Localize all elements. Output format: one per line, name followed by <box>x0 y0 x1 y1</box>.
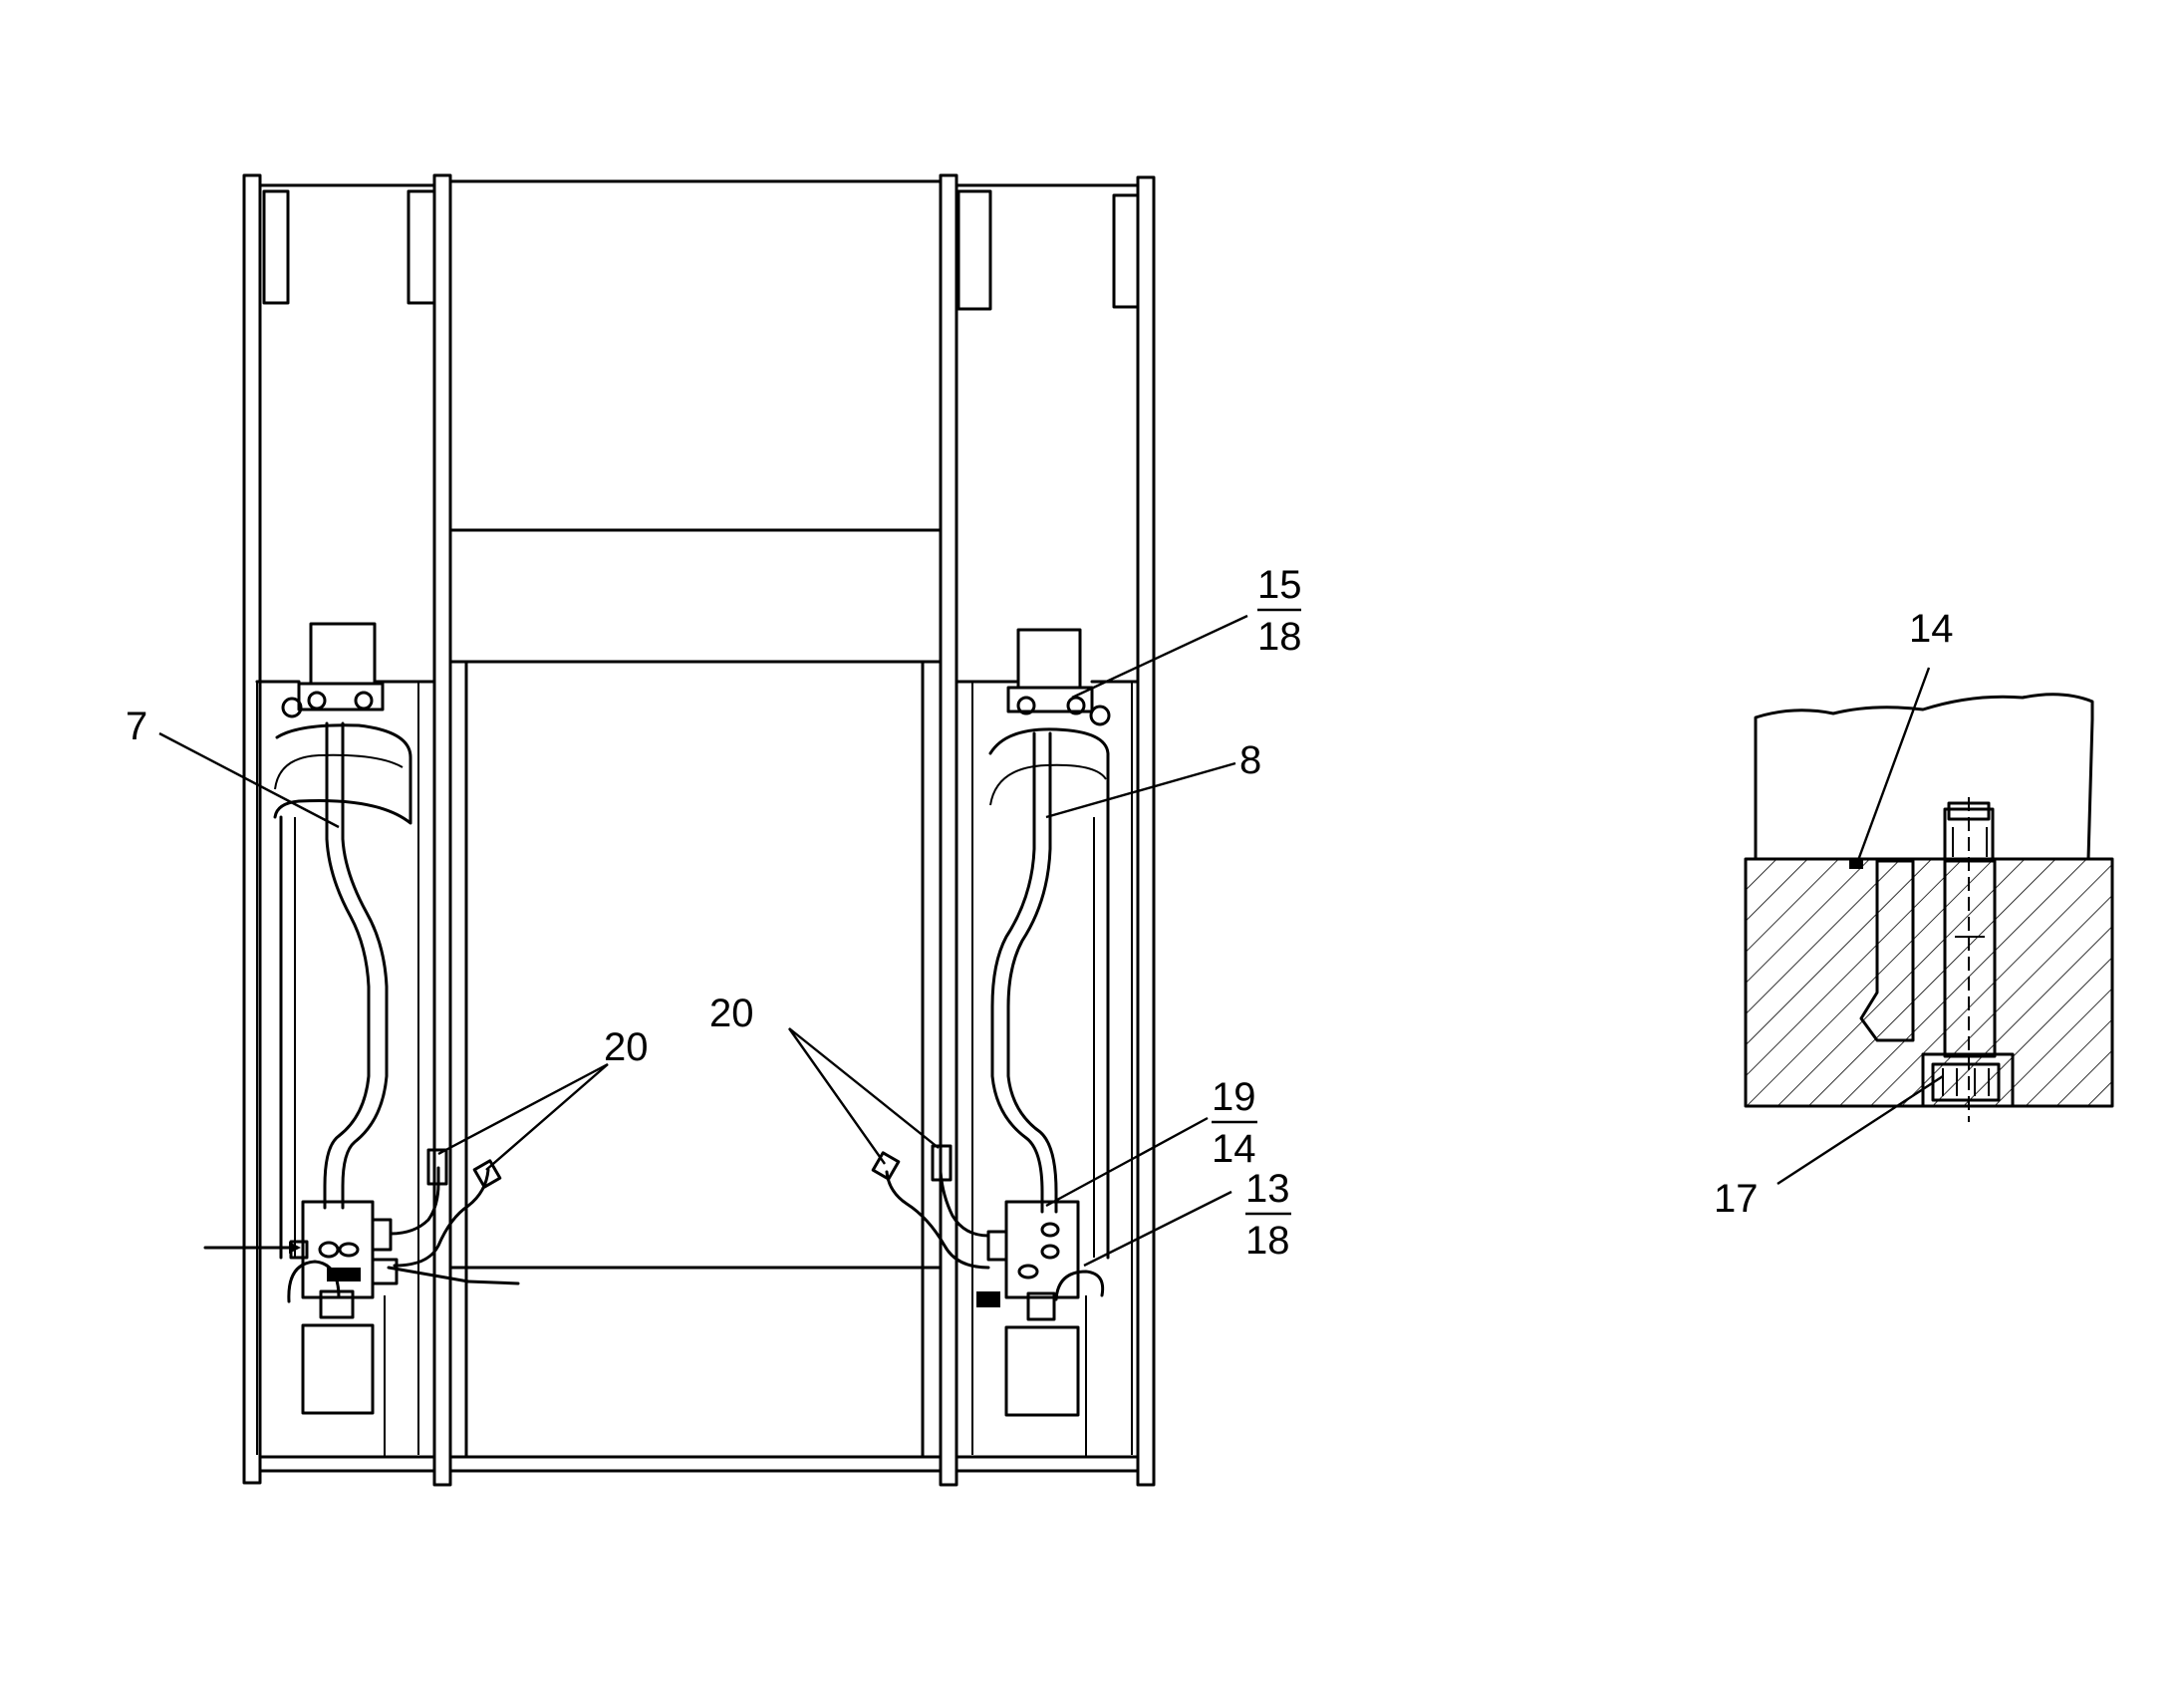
callout-7: 7 <box>126 705 147 748</box>
callout-labels: 7 8 15 18 20 20 19 14 13 18 14 17 <box>126 563 1954 1263</box>
detail-section-view <box>1744 693 2114 1122</box>
leader-7 <box>158 731 340 829</box>
callout-20-right: 20 <box>709 992 754 1035</box>
frame-post-left-inner <box>432 173 452 1487</box>
left-lower-mount <box>301 1323 375 1415</box>
callout-14-mid: 14 <box>1212 1127 1256 1171</box>
callout-18-low: 18 <box>1245 1219 1290 1263</box>
detail-broken-edge <box>1754 693 2094 861</box>
slot-top-right-2 <box>1112 193 1140 309</box>
left-hose-7 <box>323 721 371 1210</box>
frame-post-left-outer <box>242 173 262 1485</box>
leader-20-right-b <box>788 1027 940 1149</box>
right-lower-mount <box>1004 1325 1080 1417</box>
right-hose-8 <box>990 731 1044 1214</box>
frame-post-right-outer <box>1136 175 1156 1487</box>
leader-15-18 <box>1071 614 1248 700</box>
left-cylinder-assembly <box>203 622 520 1415</box>
callout-15: 15 <box>1257 563 1302 607</box>
callout-20-left: 20 <box>604 1025 649 1069</box>
left-fitting-20a <box>426 1148 448 1186</box>
callout-18-top: 18 <box>1257 615 1302 659</box>
frame-post-right-inner <box>939 173 958 1487</box>
leader-13-18 <box>1083 1190 1232 1268</box>
leader-20-left-b <box>437 1062 609 1156</box>
left-fitting-20b <box>472 1159 502 1189</box>
slot-top-left <box>262 189 290 305</box>
leader-14-detail <box>1855 667 1931 864</box>
leader-20-left-a <box>485 1063 609 1171</box>
leader-20-right-a <box>788 1027 886 1165</box>
leader-lines <box>158 614 1944 1268</box>
leader-17-detail <box>1776 1074 1944 1186</box>
right-cylinder-head <box>1016 628 1082 690</box>
callout-19: 19 <box>1212 1075 1256 1119</box>
right-cylinder-assembly <box>871 628 1111 1417</box>
slot-top-left-2 <box>407 189 436 305</box>
left-cylinder-head <box>309 622 377 686</box>
leader-19-14 <box>1045 1116 1209 1208</box>
callout-8: 8 <box>1239 738 1261 782</box>
callout-13: 13 <box>1245 1167 1290 1211</box>
slot-top-right <box>956 189 992 311</box>
detail-hatched-block <box>1746 859 2112 1106</box>
callout-14-detail: 14 <box>1909 607 1954 651</box>
detail-bolt-head <box>1921 1052 2015 1108</box>
callout-17-detail: 17 <box>1714 1177 1759 1221</box>
leader-8 <box>1045 761 1236 819</box>
right-fitting-20a <box>931 1144 953 1182</box>
right-fitting-20b <box>871 1151 901 1181</box>
main-frame <box>242 173 1156 1487</box>
detail-slot <box>1859 859 1915 1042</box>
